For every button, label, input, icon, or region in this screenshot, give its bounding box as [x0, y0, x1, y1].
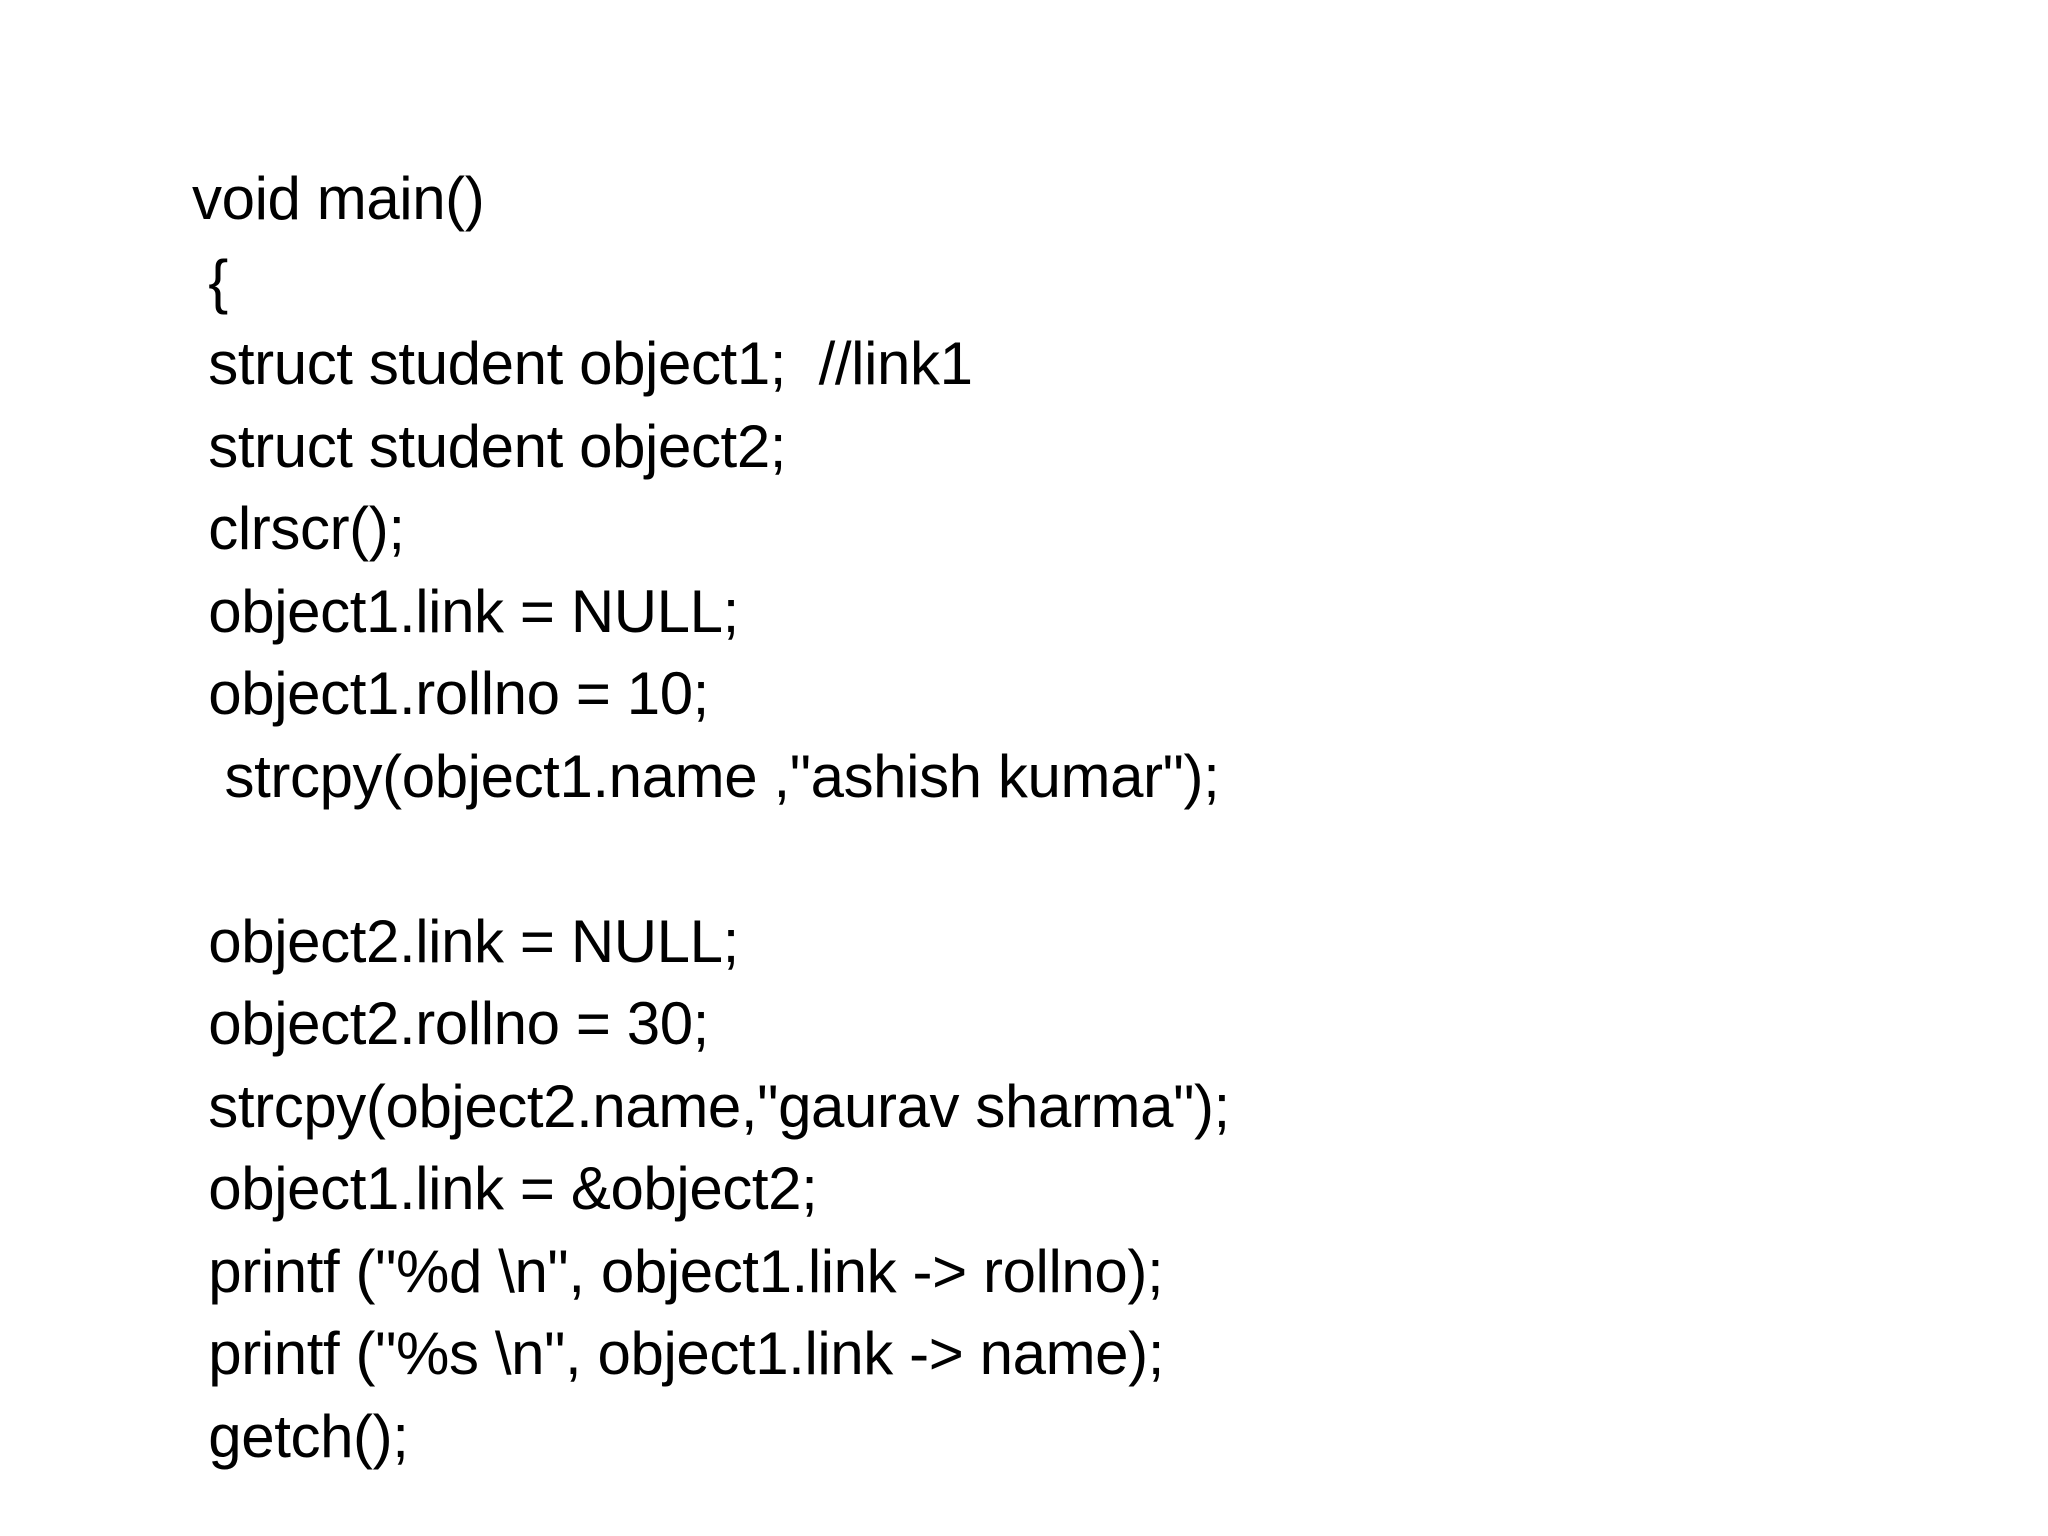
code-line: strcpy(object1.name ,"ashish kumar");	[192, 742, 1220, 810]
code-line: object1.rollno = 10;	[192, 660, 709, 727]
code-line: {	[192, 247, 228, 315]
code-line: struct student object2;	[192, 412, 787, 480]
code-line: object2.link = NULL;	[192, 907, 739, 975]
code-line: struct student object1; //link1	[192, 330, 973, 397]
code-line-blank	[192, 818, 1892, 901]
code-line: printf ("%s \n", object1.link -> name);	[192, 1320, 1164, 1387]
code-line: getch();	[192, 1402, 409, 1470]
code-line: clrscr();	[192, 495, 405, 562]
code-line: object1.link = &object2;	[192, 1155, 818, 1222]
code-line: printf ("%d \n", object1.link -> rollno)…	[192, 1237, 1164, 1305]
code-line: void main()	[192, 165, 485, 232]
code-block: void main() { struct student object1; //…	[192, 158, 1892, 1478]
code-line: object1.link = NULL;	[192, 577, 739, 645]
code-line: strcpy(object2.name,"gaurav sharma");	[192, 1072, 1230, 1140]
code-line: object2.rollno = 30;	[192, 990, 709, 1057]
